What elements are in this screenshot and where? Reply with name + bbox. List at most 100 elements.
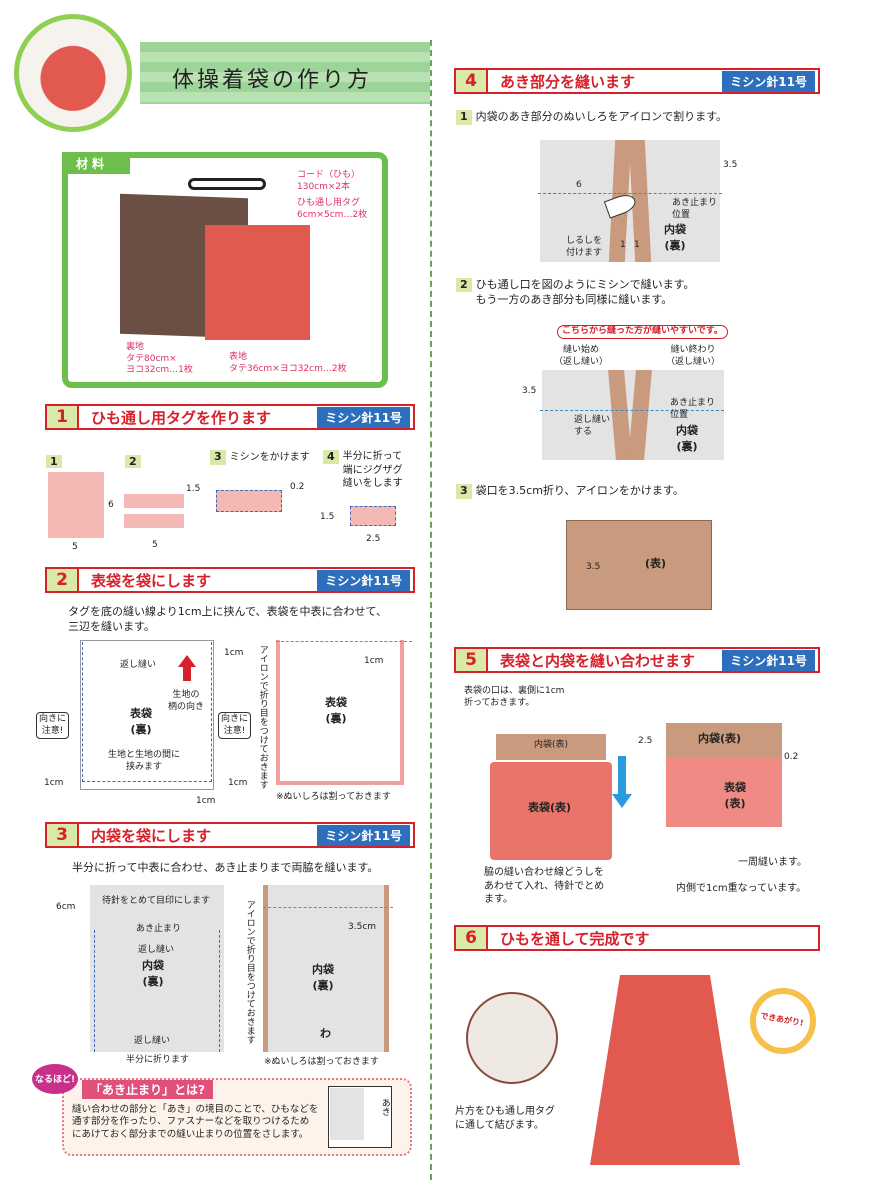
- caution-bubble: 向きに注意!: [218, 712, 252, 740]
- page-title: 体操着袋の作り方: [172, 68, 373, 93]
- dim-label: 0.2: [784, 752, 799, 762]
- section-3-text: 半分に折って中表に合わせ、あき止まりまで両脇を縫います。: [72, 861, 379, 874]
- sew-start-label: 縫い始め（返し縫い）: [554, 345, 609, 367]
- done-wreath: [750, 988, 816, 1054]
- dim-label: 5: [72, 542, 78, 552]
- dim-label: 1cm: [364, 656, 384, 666]
- hint-label: こちらから縫った方が縫いやすいです。: [557, 325, 728, 339]
- bag-label: 表袋(裏): [325, 696, 347, 725]
- mark-label: しるしを付けます: [566, 236, 603, 258]
- inner-bag-top: 内袋(表): [496, 734, 606, 760]
- step1-text: 内袋のあき部分のぬいしろをアイロンで割ります。: [475, 110, 728, 123]
- needle-badge: ミシン針11号: [317, 824, 410, 846]
- around-label: 一周縫います。: [738, 857, 807, 868]
- cord-label: コード（ひも）130cm×2本: [297, 170, 361, 192]
- label: 返し縫い: [120, 660, 157, 670]
- dim-label: 1cm: [228, 778, 248, 788]
- label: 返し縫い: [134, 1036, 171, 1046]
- tip-badge: なるほど!: [32, 1064, 78, 1094]
- between-label: 生地と生地の間に挟みます: [108, 750, 181, 772]
- down-arrow-icon: [618, 756, 626, 796]
- folded-top-diagram: [566, 520, 712, 610]
- step3-text: ミシンをかけます: [229, 452, 310, 463]
- title-banner: [140, 42, 430, 104]
- sewn-tag: [216, 490, 282, 512]
- dim-label: 1cm: [224, 648, 244, 658]
- needle-badge: ミシン針11号: [317, 569, 410, 591]
- stop-position-label: あき止まり位置: [670, 398, 716, 420]
- lining-label: 裏地タテ80cm×ヨコ32cm…1枚: [126, 342, 193, 376]
- label: 半分に折ります: [126, 1055, 190, 1065]
- step-label: 2: [125, 455, 141, 468]
- dim-label: 3.5: [522, 386, 537, 396]
- label: あき止まり: [136, 924, 182, 936]
- backstitch-label: 返し縫いする: [574, 415, 611, 437]
- bag-label: 表袋(表): [528, 801, 572, 814]
- step-label: 4: [323, 450, 339, 464]
- step-label: 1: [46, 455, 62, 468]
- dim-label: 6cm: [56, 902, 76, 912]
- needle-badge: ミシン針11号: [317, 406, 410, 428]
- label: 待針をとめて目印にします: [102, 896, 211, 906]
- needle-badge: ミシン針11号: [722, 649, 815, 671]
- inner-bag-band: 内袋(表): [666, 723, 782, 757]
- iron-label: アイロンで折り目をつけておきます: [244, 900, 255, 1044]
- folded-tag-top: [124, 494, 184, 508]
- dim-label: 6: [576, 180, 582, 190]
- section-6-caption: 片方をひも通し用タグに通して結びます。: [455, 1106, 555, 1131]
- step-label: 3: [456, 484, 472, 499]
- fold-label: わ: [320, 1027, 331, 1040]
- up-arrow-icon: [178, 655, 196, 667]
- dim-label: 2.5: [638, 736, 653, 746]
- dim-label: 5: [152, 540, 158, 550]
- finished-bag-photo: [590, 975, 740, 1165]
- outer-bag-closeup: [666, 757, 782, 827]
- dim-label: 0.2: [290, 482, 305, 492]
- needle-badge: ミシン針11号: [722, 70, 815, 92]
- cord-image: [188, 178, 266, 190]
- materials-tab: 材料: [62, 152, 130, 174]
- dim-label: 3.5cm: [348, 922, 377, 932]
- column-divider: [430, 40, 432, 1180]
- dim-label: 1: [620, 240, 626, 250]
- label: 返し縫い: [138, 945, 175, 955]
- step4-text: 半分に折って端にジグザグ縫いをします: [342, 451, 403, 489]
- pattern-direction: 生地の柄の向き: [168, 690, 205, 712]
- stop-position-label: あき止まり位置: [672, 198, 718, 220]
- zigzag-tag: [350, 506, 396, 526]
- section-5-text: 脇の縫い合わせ線どうしをあわせて入れ、待針でとめます。: [484, 867, 605, 905]
- step-label: 3: [210, 450, 226, 465]
- iron-label: アイロンで折り目をつけておきます: [257, 645, 268, 789]
- dim-label: 2.5: [366, 534, 381, 544]
- inner-bag-diagram: [90, 885, 224, 1052]
- bag-label: 表袋(裏): [130, 707, 152, 736]
- outer-bag-diagram: [80, 640, 214, 790]
- overlap-label: 内側で1cm重なっています。: [676, 883, 807, 894]
- bag-label: 内袋(裏): [312, 963, 334, 992]
- dim-label: 1cm: [196, 796, 216, 806]
- materials-box: [62, 152, 388, 388]
- step-label: 1: [456, 110, 472, 125]
- bag-photo-circle: [14, 14, 132, 132]
- section-2-text: タグを底の縫い線より1cm上に挟んで、表袋を中表に合わせて、三辺を縫います。: [68, 605, 387, 633]
- step-label: 2: [456, 278, 472, 292]
- outer-bag-image: [490, 762, 612, 860]
- step3-text: 袋口を3.5cm折り、アイロンをかけます。: [475, 484, 684, 497]
- front-label: (表): [645, 557, 667, 570]
- bag-label: 内袋(裏): [676, 424, 698, 453]
- outer-label: 表地タテ36cm×ヨコ32cm…2枚: [229, 352, 347, 374]
- dim-label: 6: [108, 500, 114, 510]
- dim-label: 3.5: [723, 160, 738, 170]
- dim-label: 1.5: [186, 484, 201, 494]
- aki-label: あき: [379, 1098, 390, 1116]
- caution-bubble: 向きに注意!: [36, 712, 70, 740]
- tip-text: 縫い合わせの部分と「あき」の境目のことで、ひもなどを通す部分を作ったり、ファスナ…: [72, 1104, 319, 1140]
- bag-label: 内袋(裏): [142, 959, 164, 988]
- tip-title: 「あき止まり」とは?: [82, 1080, 213, 1099]
